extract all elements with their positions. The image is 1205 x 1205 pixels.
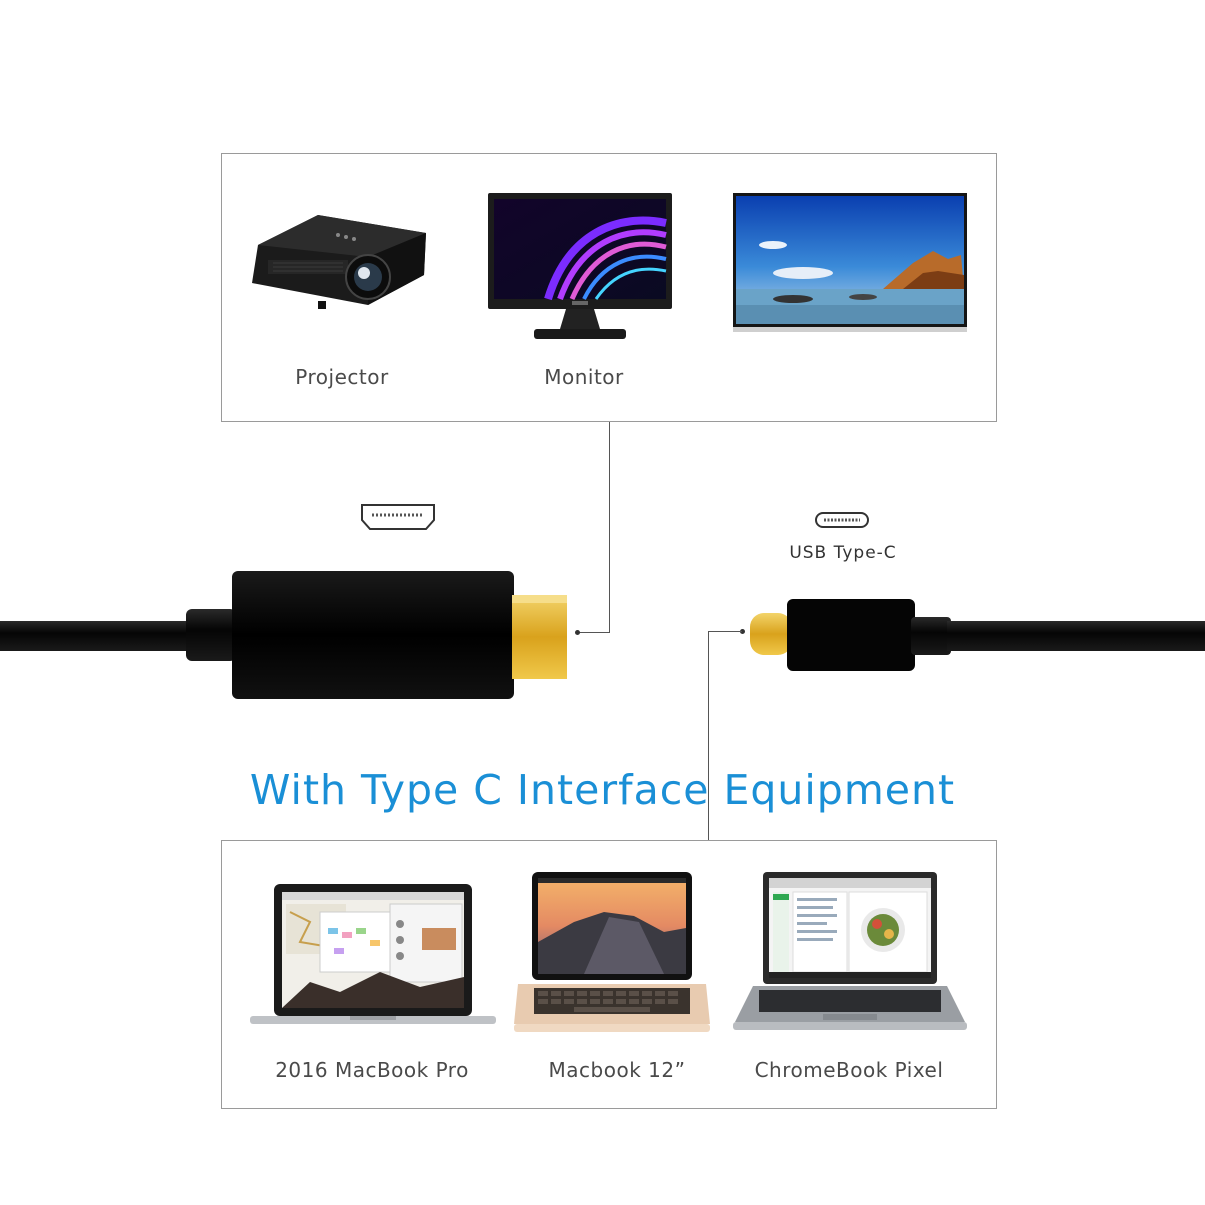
monitor-label: Monitor (544, 365, 624, 389)
chromebook-pixel-label: ChromeBook Pixel (754, 1058, 944, 1082)
monitor-image (488, 193, 672, 339)
projector-image (252, 215, 426, 309)
projector-label: Projector (295, 365, 389, 389)
usbc-leader-line (708, 631, 709, 841)
chromebook-pixel-image (733, 872, 967, 1030)
usbc-leader-line-horizontal (708, 631, 742, 632)
headline: With Type C Interface Equipment (249, 766, 956, 814)
hdmi-cable (0, 571, 567, 699)
tv-image (733, 193, 967, 332)
usb-c-port-icon (815, 512, 869, 528)
hdmi-leader-line-horizontal (578, 632, 610, 633)
usbc-leader-dot (740, 629, 745, 634)
macbook-12-label: Macbook 12” (548, 1058, 686, 1082)
hdmi-leader-line (609, 422, 610, 633)
macbook-pro-image (250, 884, 496, 1024)
usb-type-c-label: USB Type-C (789, 543, 897, 563)
macbook-12-image (514, 872, 710, 1032)
macbook-pro-label: 2016 MacBook Pro (275, 1058, 469, 1082)
hdmi-leader-dot (575, 630, 580, 635)
hdmi-port-icon (361, 504, 435, 530)
usbc-cable (750, 599, 1205, 671)
